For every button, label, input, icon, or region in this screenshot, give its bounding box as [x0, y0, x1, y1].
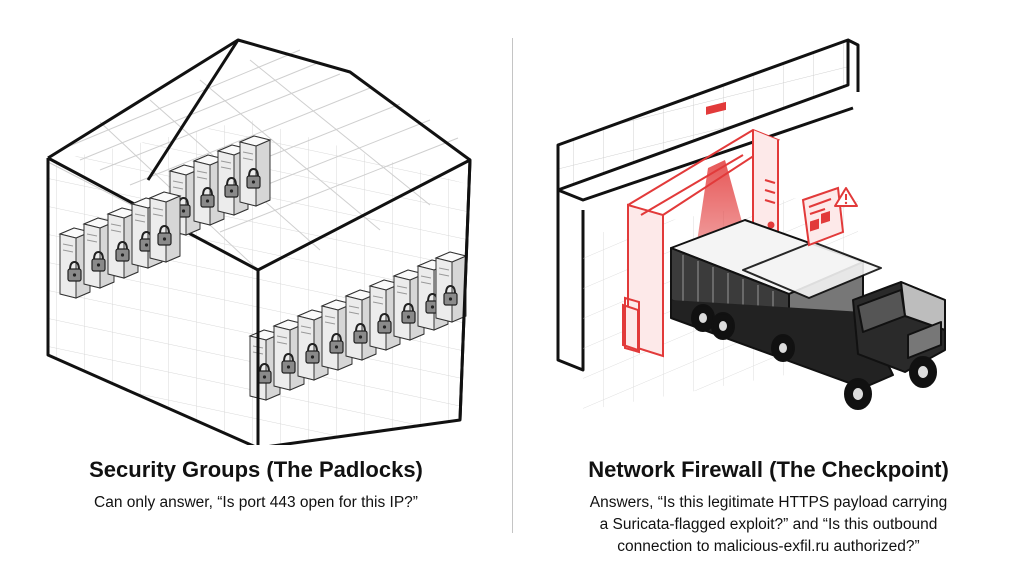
alert-document-icon: [801, 186, 845, 247]
caption-line: Answers, “Is this legitimate HTTPS paylo…: [589, 494, 948, 511]
security-groups-title: Security Groups (The Padlocks): [89, 457, 423, 482]
warning-triangle-icon: [834, 187, 858, 207]
warehouse-illustration: [46, 38, 472, 445]
container-truck-icon: [670, 219, 946, 410]
caption-line: Can only answer, “Is port 443 open for t…: [94, 494, 418, 511]
network-firewall-panel: Network Firewall (The Checkpoint) Answer…: [513, 0, 1024, 571]
checkpoint-illustration: [556, 38, 946, 411]
security-groups-caption: Can only answer, “Is port 443 open for t…: [0, 492, 512, 514]
caption-line: a Suricata-flagged exploit?” and “Is thi…: [599, 516, 938, 533]
checkpoint-gate-icon: [622, 101, 781, 358]
network-firewall-caption: Answers, “Is this legitimate HTTPS paylo…: [513, 492, 1024, 558]
security-groups-panel: Security Groups (The Padlocks) Can only …: [0, 38, 512, 514]
network-firewall-title: Network Firewall (The Checkpoint): [588, 457, 949, 482]
panel-divider: [512, 38, 513, 533]
caption-line: connection to malicious-exfil.ru authori…: [617, 538, 920, 555]
